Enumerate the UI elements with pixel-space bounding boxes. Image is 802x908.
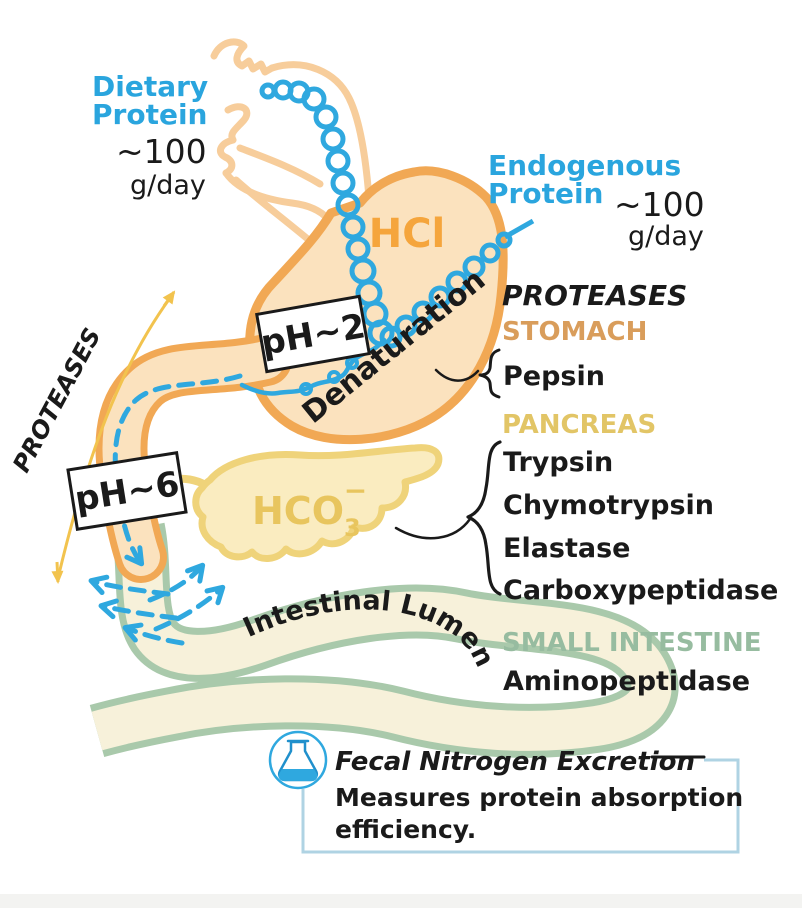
dietary-line2: Protein: [92, 98, 207, 131]
denatured-protein-strand: [239, 337, 387, 396]
ph2-callout: pH~2: [255, 294, 371, 374]
legend-pancreas-heading: PANCREAS: [502, 410, 656, 440]
endogenous-line2: Protein: [488, 177, 603, 210]
pancreas-enzymes-brace: [466, 440, 502, 596]
endogenous-protein-coil: [379, 218, 535, 349]
legend-enzyme-trypsin: Trypsin: [503, 447, 613, 478]
small-intestine-tube: [89, 522, 679, 758]
footnote-desc-line2: efficiency.: [335, 815, 476, 844]
dietary-unit: g/day: [130, 170, 206, 201]
endogenous-line1: Endogenous: [488, 149, 681, 182]
absorption-arrow-right-2: [153, 584, 226, 632]
endogenous-amount: ~100: [614, 185, 705, 224]
stomach-acid-label: HCl: [369, 211, 446, 257]
proteases-span-arrow: [51, 290, 176, 584]
dietary-protein-label: Dietary Protein ~100 g/day: [92, 70, 208, 201]
footnote-bracket: [301, 758, 740, 854]
legend-enzyme-chymotrypsin: Chymotrypsin: [503, 490, 714, 521]
absorption-arrow-left-1: [88, 574, 171, 597]
footnote: Fecal Nitrogen Excretion Measures protei…: [268, 730, 743, 854]
ph6-box: [66, 451, 188, 531]
dietary-line1: Dietary: [92, 70, 208, 103]
pancreas-enzymes-connector: [394, 517, 472, 540]
bicarbonate-subscript: 3: [344, 514, 361, 542]
flask-icon: [277, 739, 319, 782]
small-intestine-lumen-fill: [91, 524, 672, 751]
stomach-pepsin-connector: [434, 368, 480, 382]
absorption-arrow-left-2: [98, 598, 179, 621]
bicarbonate-label: HCO3 −: [252, 474, 367, 542]
legend-enzyme-aminopeptidase: Aminopeptidase: [503, 666, 750, 697]
endogenous-protein-label: Endogenous Protein ~100 g/day: [488, 149, 705, 252]
footnote-desc-line1: Measures protein absorption: [335, 783, 743, 812]
legend-stomach-heading: STOMACH: [502, 317, 647, 347]
dietary-protein-coil: [259, 79, 395, 347]
legend-enzyme-carboxypeptidase: Carboxypeptidase: [503, 575, 778, 606]
ph6-callout: pH~6: [66, 451, 188, 531]
bicarbonate-superscript: −: [344, 474, 367, 507]
page-bottom-edge: [0, 894, 802, 908]
enzyme-legend: PROTEASES STOMACH Pepsin PANCREAS Trypsi…: [502, 279, 778, 697]
dietary-amount: ~100: [116, 132, 207, 171]
legend-small-intestine-heading: SMALL INTESTINE: [502, 628, 762, 658]
chyme-flow-arrows: [88, 373, 243, 646]
absorption-arrow-left-3: [122, 622, 185, 646]
pancreas-shape: [192, 444, 443, 562]
footnote-title: Fecal Nitrogen Excretion: [335, 747, 695, 777]
legend-enzyme-pepsin: Pepsin: [503, 361, 605, 392]
endogenous-unit: g/day: [628, 221, 704, 252]
legend-title: PROTEASES: [502, 279, 687, 312]
absorption-arrow-right-1: [147, 562, 206, 603]
legend-enzyme-elastase: Elastase: [503, 533, 631, 564]
bicarbonate-main: HCO: [252, 489, 344, 533]
head-esophagus-outline: [210, 38, 373, 250]
ph2-box: [255, 294, 371, 374]
chyme-flow-line: [112, 373, 243, 567]
pepsin-brace: [478, 348, 501, 399]
